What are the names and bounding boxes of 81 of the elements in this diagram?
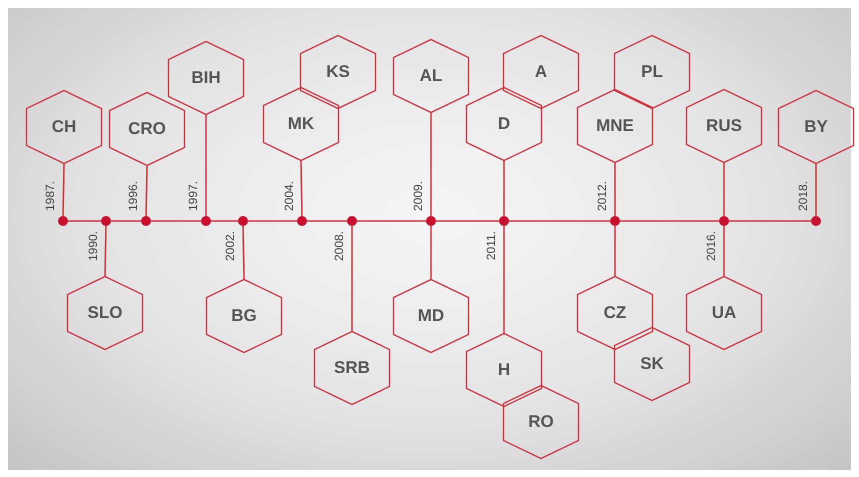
hexagon-node (778, 90, 854, 164)
timeline-segment (211, 220, 238, 222)
country-code: CZ (604, 303, 626, 323)
country-code: H (498, 360, 510, 380)
connector-line (503, 226, 505, 333)
year-label: 1996. (127, 181, 139, 212)
connector-line (104, 226, 107, 276)
country-code: BIH (191, 68, 221, 88)
year-label: 2011. (485, 231, 497, 260)
country-code: SRB (334, 358, 370, 378)
country-code: PL (641, 62, 663, 82)
country-code: MK (288, 114, 314, 134)
hexagon-node (314, 331, 390, 405)
timeline-segment (111, 220, 141, 222)
country-code: SK (640, 354, 664, 374)
connector-line (614, 163, 616, 216)
year-label: 2009. (412, 181, 424, 212)
country-code: A (534, 62, 548, 82)
timeline-segment (248, 220, 297, 222)
hexagon-node (503, 385, 579, 459)
connector-line (723, 163, 725, 216)
hexagon-node (614, 35, 690, 109)
year-label: 2002. (224, 231, 236, 262)
connector-line (503, 161, 505, 216)
hexagon-node (466, 87, 542, 161)
connector-line (62, 164, 65, 216)
connector-line (815, 164, 817, 216)
timeline-segment (509, 220, 610, 222)
connector-line (723, 226, 725, 276)
country-code: CH (52, 117, 76, 137)
connector-line (430, 226, 432, 279)
connector-line (614, 226, 616, 276)
year-label: 1990. (87, 231, 99, 262)
hexagon-node (503, 35, 579, 109)
year-label: 1987. (44, 181, 56, 212)
connector-line (205, 115, 207, 216)
hexagon-node (577, 276, 653, 350)
hexagon-node (26, 90, 102, 164)
timeline-segment (729, 220, 811, 222)
country-code: MNE (596, 116, 634, 136)
hexagon-node (614, 327, 690, 401)
connector-line (145, 166, 148, 216)
country-code: MD (418, 306, 444, 326)
timeline-segment (151, 220, 201, 222)
hexagon-node (686, 276, 762, 350)
timeline-segment (620, 220, 719, 222)
timeline-segment (68, 220, 101, 222)
country-code: SLO (88, 303, 122, 323)
country-code: D (498, 114, 510, 134)
connector-line (351, 226, 353, 331)
hexagon-node (686, 89, 762, 163)
hexagon-node (263, 87, 339, 161)
hexagon-node (393, 39, 469, 113)
connector-line (430, 113, 432, 216)
country-code: BY (804, 117, 828, 137)
hexagon-node (168, 41, 244, 115)
country-code: RO (528, 412, 554, 432)
country-code: BG (231, 306, 257, 326)
timeline-segment (307, 220, 347, 222)
country-code: UA (712, 303, 736, 323)
year-label: 2004. (283, 181, 295, 212)
year-label: 1997. (187, 181, 199, 212)
country-code: RUS (706, 116, 742, 136)
year-label: 2018. (797, 181, 809, 212)
timeline-segment (357, 220, 426, 222)
year-label: 2016. (705, 231, 717, 262)
hexagon-node (577, 89, 653, 163)
year-label: 2012. (596, 181, 608, 212)
country-code: AL (420, 66, 442, 86)
hexagon-node (109, 92, 185, 166)
hexagon-node (67, 276, 143, 350)
country-code: CRO (128, 119, 166, 139)
timeline-segment (436, 220, 499, 222)
connector-line (300, 160, 303, 216)
hexagon-node (300, 35, 376, 109)
connector-line (242, 226, 245, 280)
hexagon-node (206, 279, 282, 353)
hexagon-node (393, 279, 469, 353)
country-code: KS (326, 62, 350, 82)
year-label: 2008. (333, 231, 345, 262)
hexagon-node (466, 333, 542, 407)
